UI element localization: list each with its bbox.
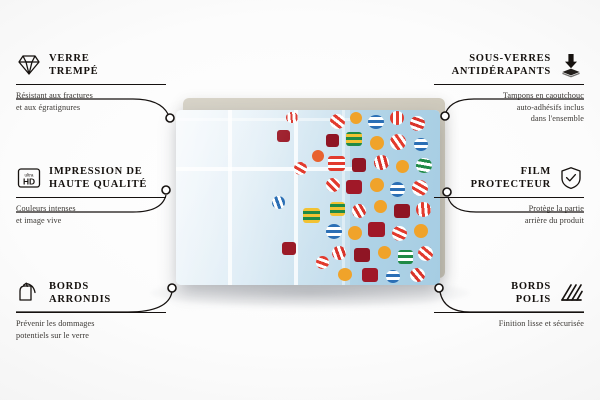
window-mullion-v1 [228, 110, 232, 285]
title-underline [16, 84, 166, 85]
product-glass-board [176, 110, 440, 285]
shield-check-icon [558, 165, 584, 191]
scattered-candies [176, 110, 440, 285]
candy-cluster [324, 110, 440, 285]
window-mullion-h2 [176, 118, 355, 121]
window-reflection [176, 110, 350, 285]
window-mullion-h1 [176, 167, 355, 171]
svg-text:ultra: ultra [25, 173, 34, 178]
title-underline [434, 84, 584, 85]
title-underline [16, 197, 166, 198]
product-printed-photo [176, 110, 440, 285]
title-underline [16, 312, 166, 313]
title-underline [434, 197, 584, 198]
ultra-hd-icon: ultra HD [16, 165, 42, 191]
window-mullion-v3 [342, 110, 345, 285]
svg-text:HD: HD [23, 176, 35, 186]
rounded-corner-icon [16, 280, 42, 306]
diamond-icon [16, 52, 42, 78]
connector-node-tempered-glass [165, 113, 175, 123]
window-mullion-v2 [294, 110, 298, 285]
feature-description: Finition lisse et sécurisée [498, 319, 584, 328]
diagonal-lines-icon [558, 280, 584, 306]
title-underline [434, 312, 584, 313]
press-pad-icon [558, 52, 584, 78]
